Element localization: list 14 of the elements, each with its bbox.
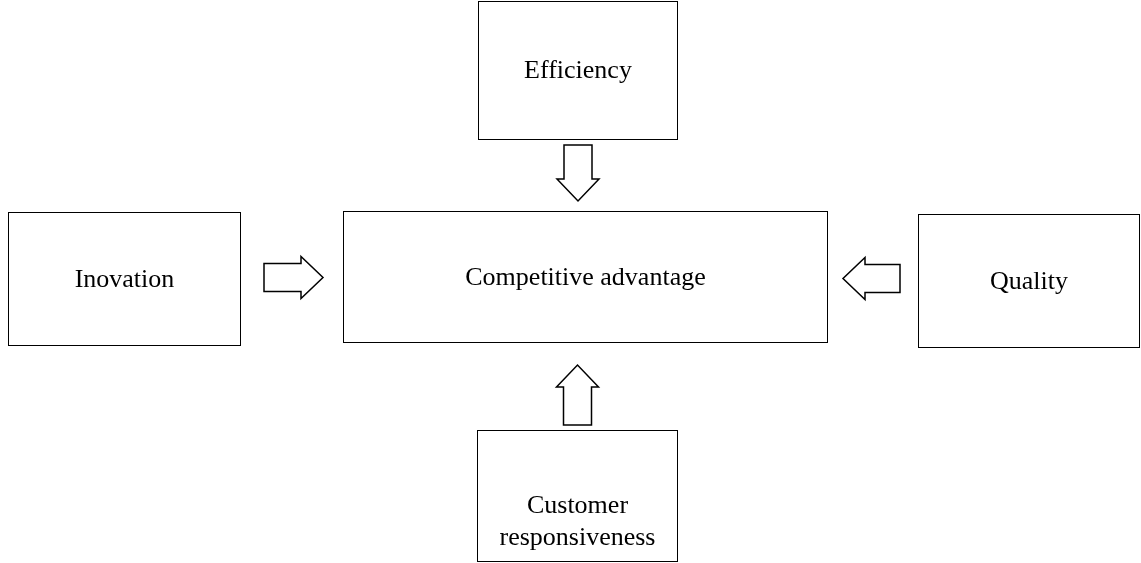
block-arrow	[554, 363, 601, 426]
box-label: Inovation	[74, 262, 175, 295]
process-box	[343, 211, 828, 343]
block-arrow	[555, 144, 601, 203]
box-label: Competitive advantage	[465, 260, 706, 293]
process-box	[8, 212, 241, 346]
process-box	[918, 214, 1140, 348]
box-label: Customer responsiveness	[498, 488, 657, 553]
box-label: Quality	[990, 264, 1068, 297]
block-arrow	[263, 254, 325, 301]
box-label: Efficiency	[524, 54, 632, 87]
process-box	[477, 430, 678, 562]
process-box	[478, 1, 678, 140]
block-arrow	[841, 255, 901, 302]
